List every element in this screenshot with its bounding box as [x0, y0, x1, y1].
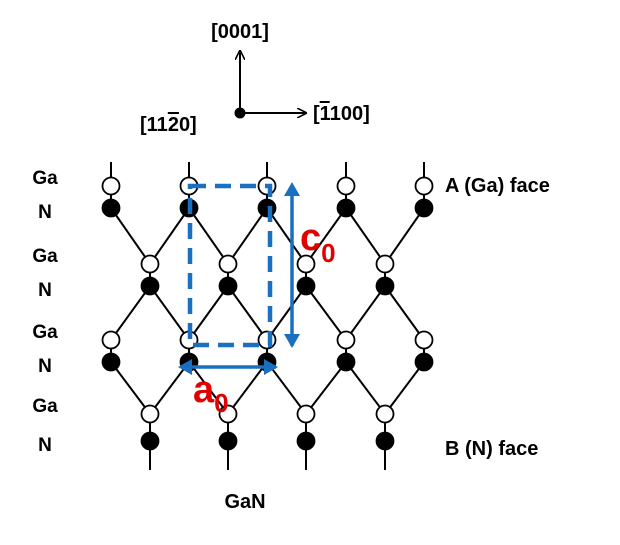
ga-atom — [375, 254, 395, 274]
bond — [188, 207, 229, 265]
n-atom — [414, 352, 434, 372]
row-label-n: N — [38, 202, 52, 223]
row-label-ga: Ga — [32, 396, 58, 417]
n-atom — [336, 352, 356, 372]
a-face-label: A (Ga) face — [445, 175, 550, 197]
lattice-atoms — [101, 176, 434, 451]
axis-up-label: [0001] — [211, 21, 269, 43]
row-label-n: N — [38, 356, 52, 377]
ga-atom — [101, 330, 121, 350]
overbar-digit: 2 — [168, 114, 179, 136]
n-atom — [296, 276, 316, 296]
bond — [188, 285, 229, 341]
bond — [305, 207, 347, 265]
bond — [305, 361, 347, 415]
c0-label: c0 — [300, 217, 336, 268]
ga-atom — [336, 176, 356, 196]
n-atom — [101, 198, 121, 218]
bond — [266, 285, 307, 341]
bond — [227, 207, 268, 265]
material-label: GaN — [224, 491, 265, 513]
axis-origin-dot — [234, 107, 246, 119]
a0-label: a0 — [193, 369, 229, 418]
ga-atom — [218, 404, 238, 424]
ga-atom — [257, 330, 277, 350]
bond — [305, 285, 347, 341]
bond — [345, 207, 386, 265]
axis-origin-label: [1120] — [140, 114, 197, 136]
bond — [149, 361, 190, 415]
n-atom — [375, 431, 395, 451]
overbar-digit: 1 — [320, 103, 331, 125]
bond — [345, 285, 386, 341]
bond — [149, 207, 190, 265]
bond — [149, 285, 190, 341]
ga-atom — [101, 176, 121, 196]
bond — [384, 285, 425, 341]
bond — [345, 361, 386, 415]
n-atom — [336, 198, 356, 218]
bond — [110, 285, 151, 341]
n-atom — [218, 276, 238, 296]
unit-cell-box — [187, 183, 273, 348]
bond — [384, 361, 425, 415]
bond — [384, 207, 425, 265]
bond — [227, 361, 268, 415]
ga-atom — [375, 404, 395, 424]
ga-atom — [218, 254, 238, 274]
n-atom — [414, 198, 434, 218]
row-label-ga: Ga — [32, 168, 58, 189]
n-atom — [375, 276, 395, 296]
row-label-n: N — [38, 280, 52, 301]
row-label-ga: Ga — [32, 246, 58, 267]
bond — [266, 361, 307, 415]
b-face-label: B (N) face — [445, 438, 538, 460]
ga-atom — [140, 404, 160, 424]
n-atom — [101, 352, 121, 372]
bond — [110, 361, 151, 415]
n-atom — [257, 198, 277, 218]
row-label-n: N — [38, 435, 52, 456]
n-atom — [296, 431, 316, 451]
ga-atom — [140, 254, 160, 274]
row-label-ga: Ga — [32, 322, 58, 343]
ga-atom — [336, 330, 356, 350]
bond — [110, 207, 151, 265]
axis-right-label: [1100] — [313, 103, 370, 125]
bond — [227, 285, 268, 341]
ga-atom — [296, 404, 316, 424]
n-atom — [140, 276, 160, 296]
axis-indicator: [0001] [1120] [1100] — [140, 21, 370, 136]
n-atom — [140, 431, 160, 451]
ga-atom — [414, 176, 434, 196]
ga-atom — [414, 330, 434, 350]
n-atom — [218, 431, 238, 451]
